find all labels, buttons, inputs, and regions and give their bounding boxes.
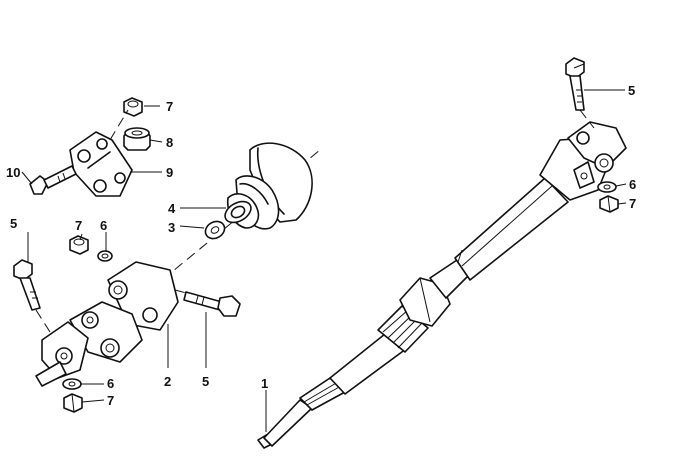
bolt-top-right xyxy=(565,57,585,111)
callout-6-right: 6 xyxy=(629,177,636,192)
callout-9: 9 xyxy=(166,165,173,180)
leader-lines xyxy=(21,89,627,432)
bolt-left xyxy=(13,259,41,311)
bushing xyxy=(204,220,226,240)
callout-5-bottom: 5 xyxy=(202,374,209,389)
callout-7-bottom: 7 xyxy=(107,393,114,408)
callout-7-right: 7 xyxy=(629,196,636,211)
nut-bottom xyxy=(63,393,83,413)
callout-8: 8 xyxy=(166,135,173,150)
callout-1: 1 xyxy=(261,376,268,391)
callout-2: 2 xyxy=(164,374,171,389)
callout-7-top: 7 xyxy=(166,99,173,114)
clamp-bracket xyxy=(69,131,133,197)
callout-labels: 1 2 3 4 5 5 5 6 6 6 7 7 7 7 8 9 10 xyxy=(6,83,636,408)
callout-5-top-right: 5 xyxy=(628,83,635,98)
callout-5-left: 5 xyxy=(10,216,17,231)
bolt-clamp xyxy=(29,165,77,195)
nut-mid xyxy=(69,235,89,255)
nut-upper-left xyxy=(123,97,143,117)
universal-joint xyxy=(35,261,179,387)
callout-3: 3 xyxy=(168,220,175,235)
washer-bottom xyxy=(62,378,82,390)
callout-7-mid: 7 xyxy=(75,218,82,233)
washer-right xyxy=(597,181,617,193)
nut-right xyxy=(599,195,619,213)
callout-4: 4 xyxy=(168,201,176,216)
washer-mid xyxy=(97,250,113,262)
spacer-sleeve xyxy=(123,127,151,151)
callout-10: 10 xyxy=(6,165,20,180)
steering-shaft xyxy=(257,121,627,449)
callout-6-mid: 6 xyxy=(100,218,107,233)
callout-6-bottom: 6 xyxy=(107,376,114,391)
bolt-joint xyxy=(183,291,241,317)
rubber-boot xyxy=(224,142,313,230)
